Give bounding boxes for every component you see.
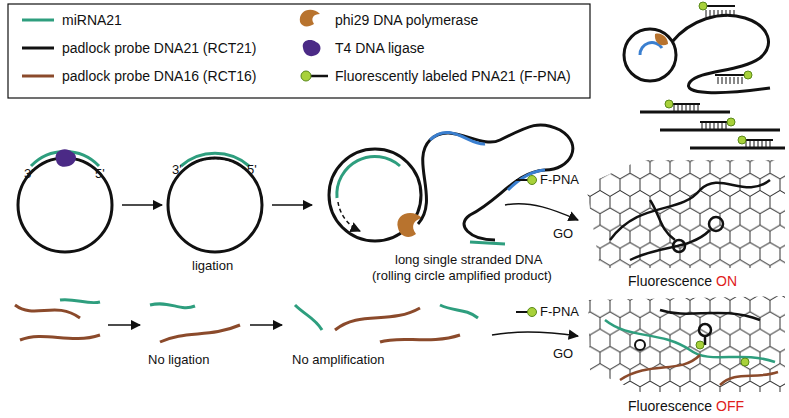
step-arrow (108, 324, 140, 326)
step-label: No ligation (148, 352, 209, 368)
legend-sample-rct16 (22, 75, 54, 78)
end-label: 5' (95, 166, 105, 182)
result-state: ON (716, 273, 737, 290)
fpna-icon (516, 308, 537, 317)
legend-sample-fpna (301, 71, 328, 81)
no-ligation-strands (150, 304, 240, 342)
rolling-circle (329, 125, 573, 244)
legend-text: padlock probe DNA21 (RCT21) (62, 40, 257, 56)
fpna-icon (516, 176, 537, 185)
step-arrow (122, 204, 162, 206)
reagent-label: GO (553, 346, 573, 362)
legend-text: padlock probe DNA16 (RCT16) (62, 68, 257, 84)
legend-text: Fluorescently labeled PNA21 (F-PNA) (335, 68, 571, 84)
result-label: FluorescenceON (628, 273, 737, 290)
end-label: 3' (172, 162, 182, 178)
step-arrow (250, 324, 282, 326)
fpna-arrow (492, 332, 578, 336)
result-label: FluorescenceOFF (628, 398, 744, 415)
hybridized-product (624, 2, 785, 148)
unligated-strands (15, 300, 100, 340)
end-label: 3' (24, 166, 34, 182)
padlock-circle-1 (18, 149, 112, 252)
legend-sample-rct21 (22, 47, 54, 50)
legend-sample-mirna (22, 19, 54, 22)
product-label: long single stranded DNA (395, 252, 542, 268)
end-label: 5' (247, 162, 257, 178)
legend-text: phi29 DNA polymerase (335, 12, 478, 28)
result-state: OFF (716, 398, 744, 415)
reagent-label: F-PNA (540, 304, 579, 320)
legend-sample-polymerase (300, 10, 320, 27)
legend-text: miRNA21 (62, 12, 122, 28)
graphene-oxide-bottom (588, 296, 785, 392)
legend-sample-ligase (303, 40, 321, 56)
legend-text: T4 DNA ligase (335, 40, 424, 56)
step-arrow (272, 204, 312, 206)
graphene-oxide-top (586, 160, 785, 268)
result-word: Fluorescence (628, 273, 712, 290)
reagent-label: F-PNA (540, 172, 579, 188)
step-label: ligation (192, 258, 233, 274)
step-label: No amplification (292, 352, 385, 368)
result-word: Fluorescence (628, 398, 712, 415)
padlock-circle-2 (168, 153, 262, 252)
product-label: (rolling circle amplified product) (372, 268, 552, 284)
legend-box (8, 4, 590, 98)
reagent-label: GO (553, 226, 573, 242)
no-amplification-strands (295, 305, 478, 342)
fpna-arrow (505, 204, 578, 220)
